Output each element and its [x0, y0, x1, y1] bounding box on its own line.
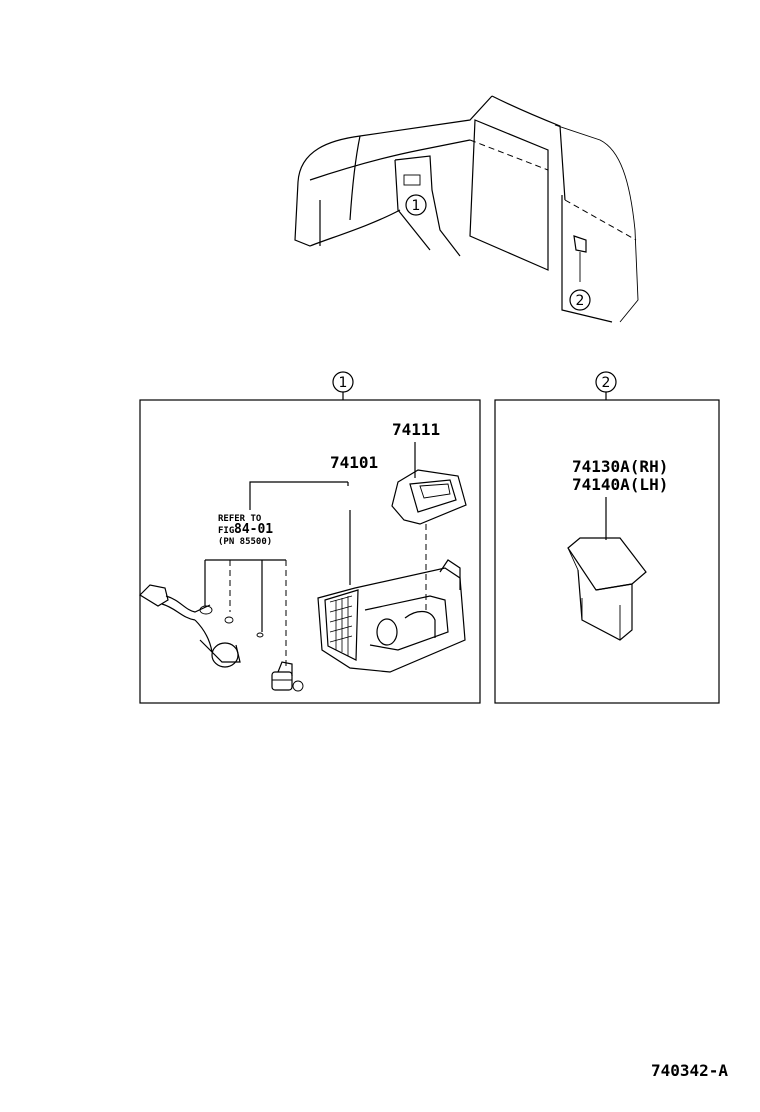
refer-pn-text: (PN 85500) — [218, 537, 272, 547]
refer-fig-number: 84-01 — [234, 522, 273, 537]
panel-2: 74130A(RH) 74140A(LH) — [494, 399, 720, 704]
section-1-number: 1 — [339, 375, 348, 391]
callout-2-overview: 2 — [576, 293, 585, 309]
part-number-74140a-lh: 74140A(LH) — [572, 475, 668, 494]
diagram-code: 740342-A — [651, 1061, 728, 1080]
section-1-marker: 1 — [332, 371, 354, 400]
ashtray-insert — [391, 469, 467, 525]
section-2-number: 2 — [602, 375, 611, 391]
section-2-marker: 2 — [595, 371, 617, 400]
part-number-74101: 74101 — [330, 453, 378, 472]
refer-fig-prefix: FIG — [218, 526, 234, 536]
refer-to-text: REFER TO — [218, 514, 262, 524]
lighter-socket-harness — [139, 584, 264, 668]
bulb-socket — [271, 661, 304, 692]
ashtray-housing — [317, 559, 466, 673]
part-number-74111: 74111 — [392, 420, 440, 439]
part-number-74130a-rh: 74130A(RH) — [572, 457, 668, 476]
panel-1: 74111 74101 REFER TO FIG 84-01 (PN 85500… — [139, 399, 481, 704]
callout-1-overview: 1 — [412, 198, 421, 214]
pad-part — [567, 537, 647, 641]
car-interior-overview: 1 2 — [294, 95, 639, 323]
